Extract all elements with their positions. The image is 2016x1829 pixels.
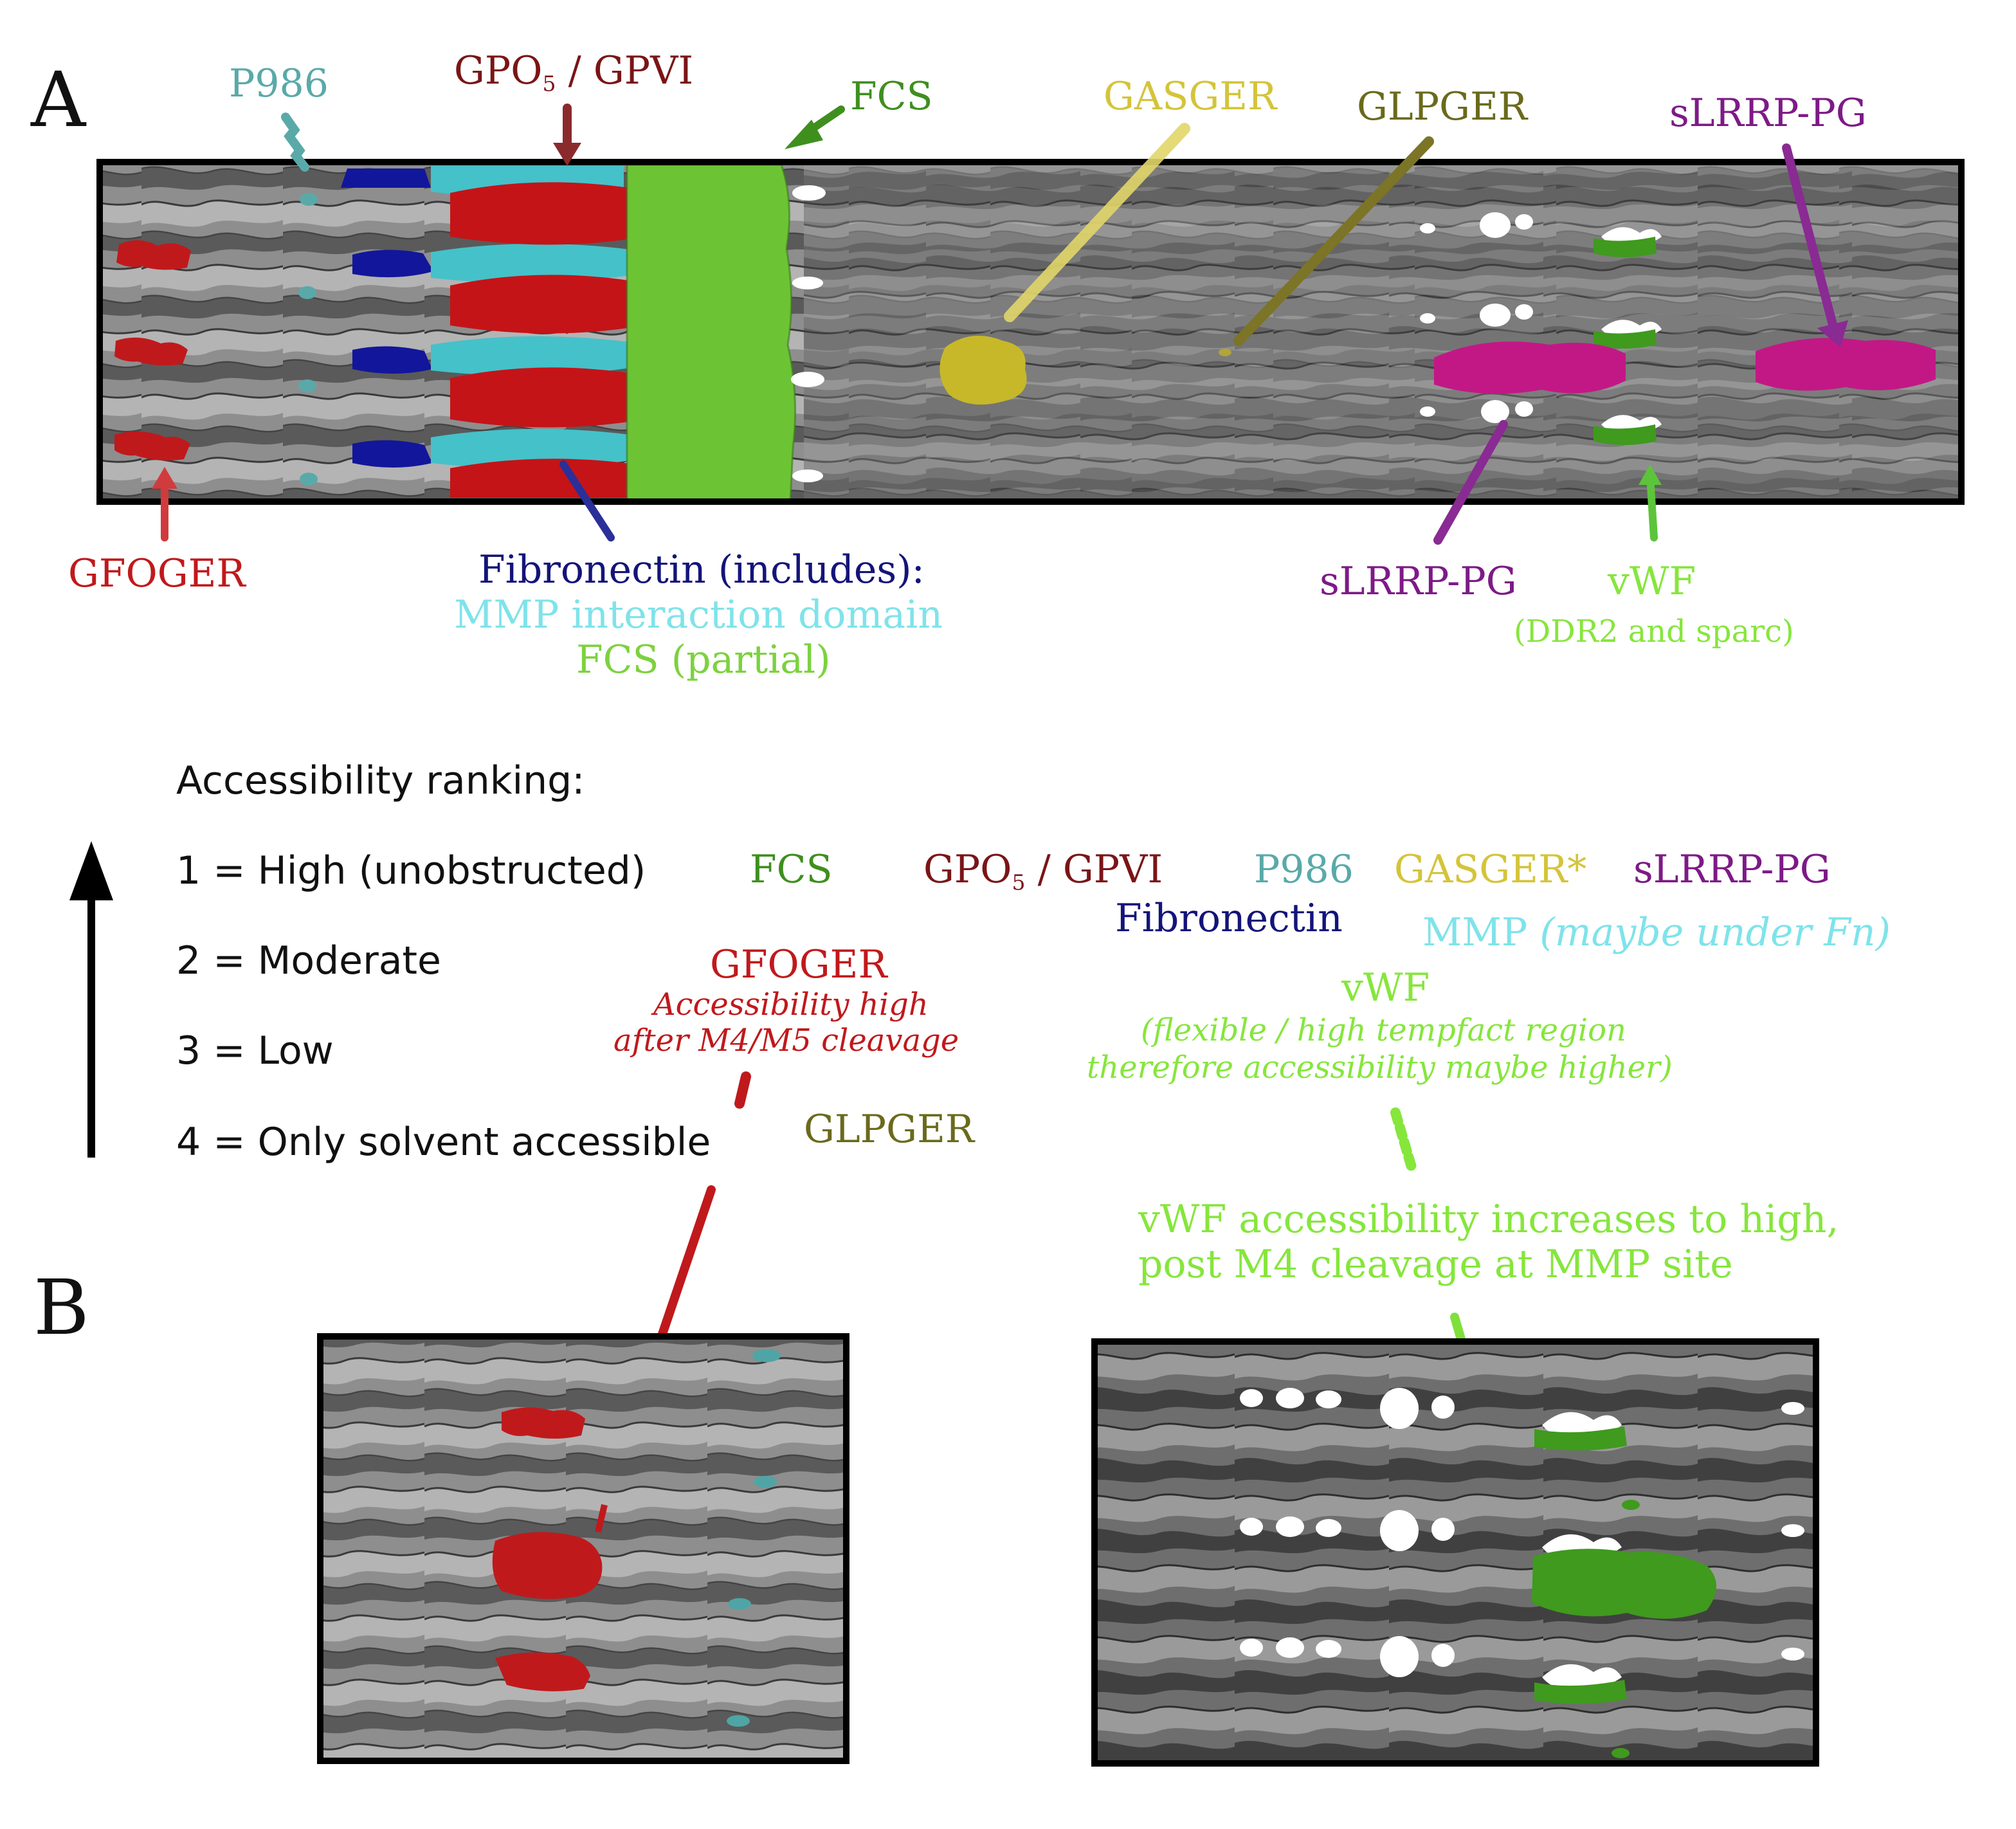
panel-b-left-surface — [317, 1333, 849, 1764]
label-p986: P986 — [229, 61, 329, 106]
ranking-level-3: 3 = Low — [176, 1028, 334, 1073]
label-gfoger: GFOGER — [68, 551, 246, 596]
panel-a-surface — [96, 159, 1965, 505]
label-slrrp-top: sLRRP-PG — [1669, 91, 1867, 136]
rank1-p986: P986 — [1254, 847, 1354, 892]
ranking-level-2: 2 = Moderate — [176, 938, 441, 983]
rank2-gfoger: GFOGER — [710, 942, 887, 987]
label-vwf: vWF — [1608, 559, 1696, 604]
label-fcs: FCS — [850, 74, 933, 119]
ranking-level-1: 1 = High (unobstructed) — [176, 848, 646, 893]
label-gasger: GASGER — [1103, 74, 1277, 119]
label-glpger: GLPGER — [1357, 84, 1528, 129]
panel-a-arrows — [152, 104, 1848, 545]
rank2-fibronectin: Fibronectin — [1115, 896, 1343, 941]
rank2-gfoger-note-1: Accessibility high — [653, 987, 929, 1023]
rank3-vwf: vWF — [1341, 965, 1430, 1010]
rank2-mmp: MMP (maybe under Fn) — [1422, 910, 1891, 955]
label-gpo5-gpvi: GPO5 / GPVI — [454, 48, 694, 96]
panel-a-letter: A — [31, 55, 86, 144]
rank1-gasger: GASGER* — [1394, 847, 1587, 892]
label-slrrp-bottom: sLRRP-PG — [1320, 559, 1517, 604]
label-mmp-domain: MMP interaction domain — [454, 592, 943, 637]
panel-b-letter: B — [33, 1263, 89, 1352]
panel-b-vwf-note-2: post M4 cleavage at MMP site — [1138, 1242, 1733, 1287]
panel-b-vwf-note-1: vWF accessibility increases to high, — [1138, 1197, 1839, 1242]
rank1-gpo5-gpvi: GPO5 / GPVI — [923, 847, 1163, 895]
rank3-vwf-note-2: therefore accessibility maybe higher) — [1087, 1050, 1673, 1086]
rank4-glpger: GLPGER — [804, 1107, 975, 1152]
ranking-title: Accessibility ranking: — [176, 758, 585, 803]
label-vwf-note: (DDR2 and sparc) — [1514, 614, 1794, 650]
rank1-slrrp: sLRRP-PG — [1633, 847, 1831, 892]
rank2-gfoger-note-2: after M4/M5 cleavage — [613, 1023, 959, 1059]
rank1-fcs: FCS — [750, 847, 833, 892]
rank3-vwf-note-1: (flexible / high tempfact region — [1141, 1012, 1626, 1048]
ranking-level-4: 4 = Only solvent accessible — [176, 1120, 711, 1165]
ranking-arrow — [69, 841, 113, 1158]
label-fibronectin: Fibronectin (includes): — [478, 547, 925, 592]
panel-b-right-surface — [1091, 1338, 1819, 1767]
label-fcs-partial: FCS (partial) — [576, 637, 831, 682]
